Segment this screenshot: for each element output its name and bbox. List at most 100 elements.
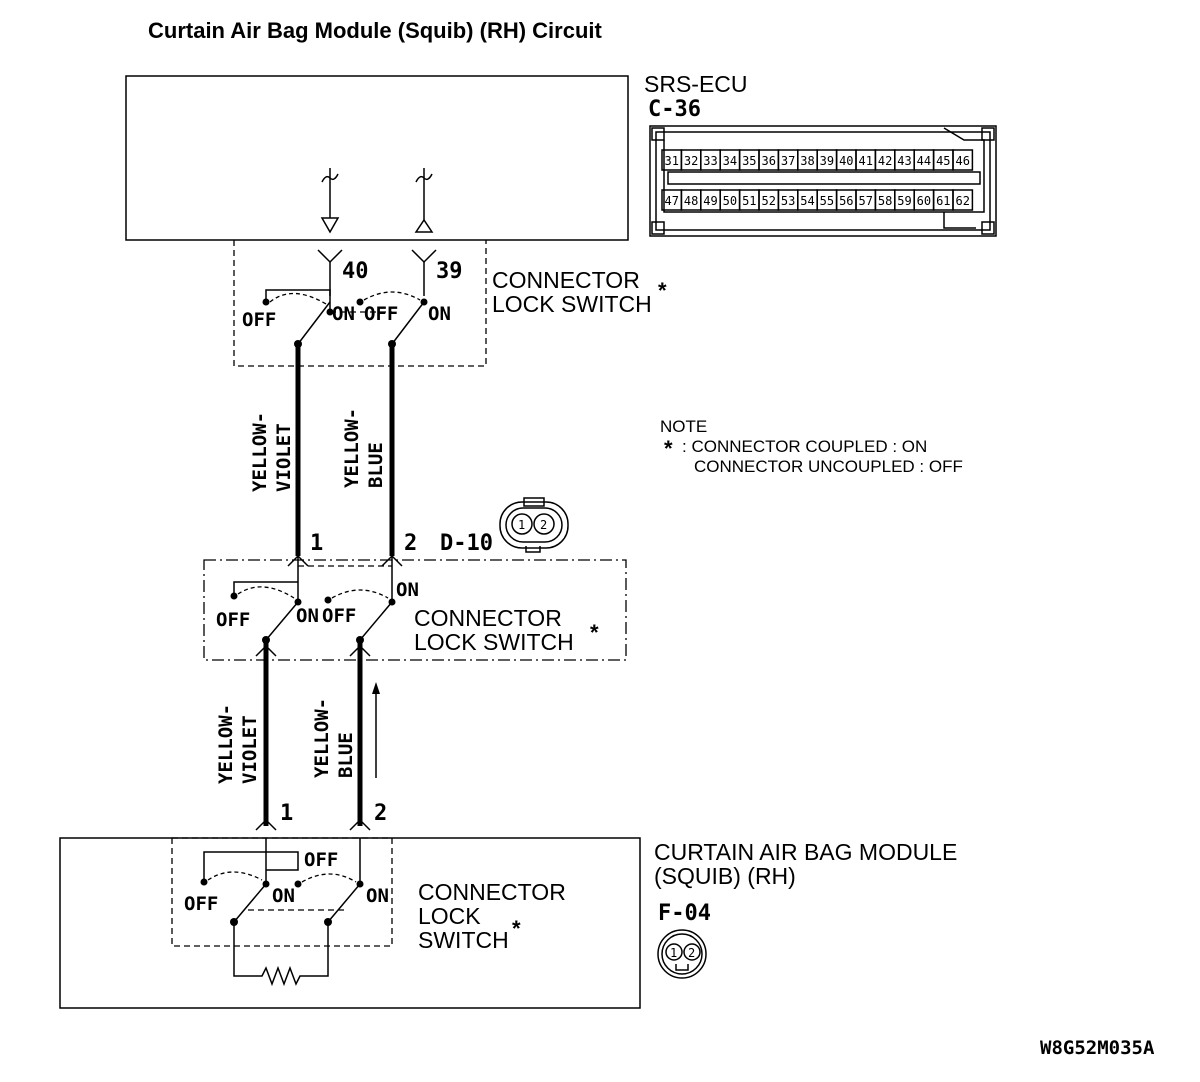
c36-pin-38: 38: [800, 154, 814, 168]
d10-face-pin-2: 2: [540, 518, 547, 532]
diagram-title: Curtain Air Bag Module (Squib) (RH) Circ…: [148, 18, 602, 43]
module-switch-boundary: [171, 837, 393, 947]
c36-pin-32: 32: [684, 154, 698, 168]
c36-pin-51: 51: [742, 194, 756, 208]
upper-left-on: ON: [332, 303, 355, 325]
module-left-off: OFF: [184, 893, 218, 915]
upper-right-off: OFF: [364, 303, 398, 325]
module-switch-label-switch: SWITCH: [418, 927, 509, 953]
c36-pin-40: 40: [839, 154, 853, 168]
upper-left-off: OFF: [242, 309, 276, 331]
c36-pin-39: 39: [820, 154, 834, 168]
c36-pin-35: 35: [742, 154, 756, 168]
c36-pin-43: 43: [897, 154, 911, 168]
module-pin-2: 2: [374, 801, 387, 826]
module-name-line2: (SQUIB) (RH): [654, 863, 796, 889]
note-asterisk: *: [664, 436, 673, 461]
note-line2: CONNECTOR UNCOUPLED : OFF: [694, 457, 963, 476]
c36-pin-47: 47: [664, 194, 678, 208]
d10-pin-1: 1: [310, 531, 323, 556]
wire-lower-left-label: YELLOW- VIOLET: [215, 704, 261, 784]
srs-ecu-box: [125, 75, 629, 241]
middle-connector-markers: [287, 554, 403, 604]
current-direction-arrow: [372, 682, 380, 778]
ecu-name: SRS-ECU: [644, 71, 748, 97]
svg-text:YELLOW-: YELLOW-: [249, 412, 271, 492]
module-left-on: ON: [272, 885, 295, 907]
middle-switch-boundary: [203, 559, 627, 661]
ecu-internal-symbols: [320, 168, 434, 234]
middle-left-on: ON: [296, 605, 319, 627]
module-pin-1: 1: [280, 801, 293, 826]
middle-switch-asterisk: *: [590, 620, 599, 645]
module-name-line1: CURTAIN AIR BAG MODULE: [654, 839, 957, 865]
svg-text:YELLOW-: YELLOW-: [341, 408, 363, 488]
d10-connector-code: D-10: [440, 531, 493, 556]
c36-row1-cell: [952, 149, 974, 171]
c36-pin-52: 52: [761, 194, 775, 208]
middle-switch-label-line1: CONNECTOR: [414, 605, 562, 631]
module-connector-code: F-04: [658, 901, 711, 926]
svg-text:BLUE: BLUE: [365, 442, 387, 488]
c36-pin-62: 62: [955, 194, 969, 208]
c36-pin-56: 56: [839, 194, 853, 208]
c36-pin-59: 59: [897, 194, 911, 208]
f04-connector-face: [657, 929, 707, 979]
ecu-connector-code: C-36: [648, 97, 701, 122]
lower-wire-end-markers: [255, 644, 371, 831]
svg-text:BLUE: BLUE: [335, 732, 357, 778]
c36-pin-53: 53: [781, 194, 795, 208]
c36-pin-37: 37: [781, 154, 795, 168]
middle-right-off: OFF: [322, 605, 356, 627]
c36-pin-49: 49: [703, 194, 717, 208]
c36-pin-48: 48: [684, 194, 698, 208]
c36-pin-45: 45: [936, 154, 950, 168]
module-right-on: ON: [366, 885, 389, 907]
c36-pin-60: 60: [917, 194, 931, 208]
module-switch-asterisk: *: [512, 916, 521, 941]
module-top-off: OFF: [304, 849, 338, 871]
c36-pin-57: 57: [858, 194, 872, 208]
f04-face-pin-1: 1: [670, 946, 677, 960]
c36-pin-44: 44: [917, 154, 931, 168]
c36-pin-42: 42: [878, 154, 892, 168]
ecu-terminal-39: 39: [436, 259, 463, 284]
svg-text:YELLOW-: YELLOW-: [311, 698, 333, 778]
wire-lower-right-label: YELLOW- BLUE: [311, 698, 357, 778]
d10-face-pin-1: 1: [518, 518, 525, 532]
figure-code: W8G52M035A: [1040, 1037, 1155, 1059]
module-switch-label-line1: CONNECTOR: [418, 879, 566, 905]
module-switch-label-lock: LOCK: [418, 903, 481, 929]
d10-pin-2: 2: [404, 531, 417, 556]
upper-terminal-markers: [317, 249, 437, 296]
upper-switch-label-line2: LOCK SWITCH: [492, 291, 652, 317]
upper-switch-asterisk: *: [658, 278, 667, 303]
c36-pin-61: 61: [936, 194, 950, 208]
ecu-terminal-40: 40: [342, 259, 369, 284]
wire-upper-left-label: YELLOW- VIOLET: [249, 412, 295, 492]
c36-pin-31: 31: [664, 154, 678, 168]
c36-pin-33: 33: [703, 154, 717, 168]
svg-text:VIOLET: VIOLET: [273, 423, 295, 492]
c36-pin-34: 34: [723, 154, 737, 168]
wire-upper-right-label: YELLOW- BLUE: [341, 408, 387, 488]
module-lock-switch: [200, 838, 364, 987]
d10-connector-face: [499, 497, 569, 553]
middle-right-on: ON: [396, 579, 419, 601]
c36-pin-55: 55: [820, 194, 834, 208]
svg-text:YELLOW-: YELLOW-: [215, 704, 237, 784]
middle-left-off: OFF: [216, 609, 250, 631]
upper-right-on: ON: [428, 303, 451, 325]
module-box: [59, 837, 641, 1009]
f04-face-pin-2: 2: [688, 946, 695, 960]
note-heading: NOTE: [660, 417, 707, 436]
svg-text:VIOLET: VIOLET: [239, 715, 261, 784]
c36-pin-36: 36: [761, 154, 775, 168]
upper-switch-label-line1: CONNECTOR: [492, 267, 640, 293]
c36-pin-54: 54: [800, 194, 814, 208]
c36-pin-46: 46: [955, 154, 969, 168]
c36-pin-50: 50: [723, 194, 737, 208]
c36-row2-cell: [952, 189, 974, 211]
